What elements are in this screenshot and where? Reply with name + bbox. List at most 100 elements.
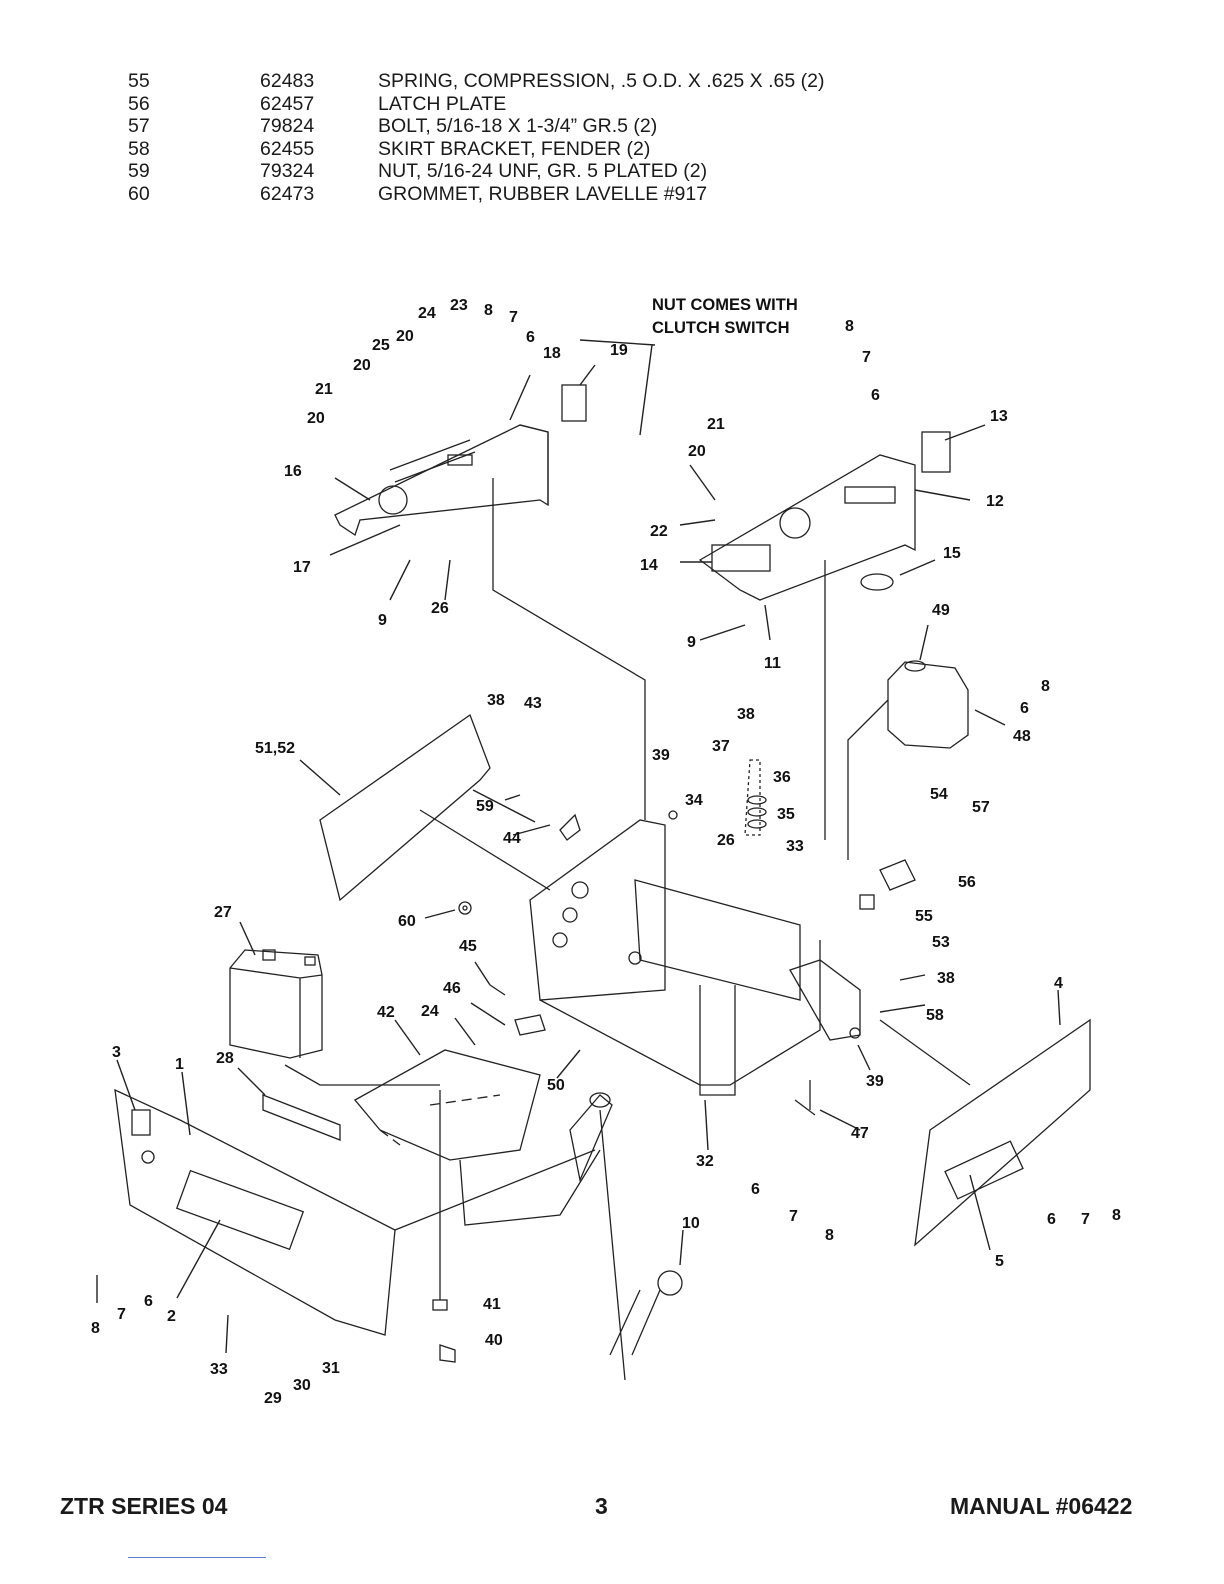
callout-label: 27 bbox=[214, 904, 232, 921]
callout-label: 6 bbox=[144, 1293, 153, 1310]
part-number: 62473 bbox=[260, 182, 315, 205]
callout-label: 38 bbox=[487, 692, 505, 709]
callout-label: 5 bbox=[995, 1253, 1004, 1270]
callout-label: 9 bbox=[687, 634, 696, 651]
callout-label: 38 bbox=[937, 970, 955, 987]
callout-label: 38 bbox=[737, 706, 755, 723]
main-frame-front bbox=[529, 819, 666, 1001]
callout-label: 3 bbox=[112, 1044, 121, 1061]
callout-label: 48 bbox=[1013, 728, 1031, 745]
battery bbox=[229, 949, 323, 1059]
callout-label: 16 bbox=[284, 463, 302, 480]
callout-label: 24 bbox=[421, 1003, 439, 1020]
callout-label: 31 bbox=[322, 1360, 340, 1377]
callout-label: 14 bbox=[640, 557, 658, 574]
item-number: 59 bbox=[128, 160, 150, 183]
callout-label: 37 bbox=[712, 738, 730, 755]
callout-label: 50 bbox=[547, 1077, 565, 1094]
callout-label: 36 bbox=[773, 769, 791, 786]
callout-label: 8 bbox=[845, 318, 854, 335]
callout-label: 26 bbox=[717, 832, 735, 849]
callout-label: 33 bbox=[210, 1361, 228, 1378]
callout-label: 21 bbox=[707, 416, 725, 433]
callout-label: 7 bbox=[509, 309, 518, 326]
callout-label: 7 bbox=[862, 349, 871, 366]
callout-label: 9 bbox=[378, 612, 387, 629]
part-number: 62483 bbox=[260, 70, 315, 92]
callout-label: 10 bbox=[682, 1215, 700, 1232]
callout-label: 51,52 bbox=[255, 740, 295, 757]
callout-label: 54 bbox=[930, 786, 948, 803]
callout-label: 39 bbox=[866, 1073, 884, 1090]
callout-label: 55 bbox=[915, 908, 933, 925]
callout-label: 18 bbox=[543, 345, 561, 362]
callout-label: 41 bbox=[483, 1296, 501, 1313]
callout-label: 6 bbox=[871, 387, 880, 404]
callout-label: 20 bbox=[396, 328, 414, 345]
part-description: LATCH PLATE bbox=[378, 92, 507, 115]
diagram-labels: NUT COMES WITH CLUTCH SWITCH 24 23 8 7 6… bbox=[91, 296, 1121, 1407]
callout-label: 22 bbox=[650, 523, 668, 540]
callout-label: 32 bbox=[696, 1153, 714, 1170]
item-number: 55 bbox=[128, 70, 150, 92]
callout-label: 59 bbox=[476, 798, 494, 815]
link-underline bbox=[128, 1557, 266, 1558]
callout-label: 58 bbox=[926, 1007, 944, 1024]
callout-label: 20 bbox=[307, 410, 325, 427]
part-description: GROMMET, RUBBER LAVELLE #917 bbox=[378, 182, 708, 205]
callout-leaders bbox=[96, 339, 1061, 1354]
callout-label: 8 bbox=[1041, 678, 1050, 695]
clutch-switch-note-line2: CLUTCH SWITCH bbox=[652, 319, 789, 337]
front-panel bbox=[114, 1088, 396, 1336]
battery-box bbox=[353, 1049, 541, 1161]
callout-label: 47 bbox=[851, 1125, 869, 1142]
right-fender bbox=[914, 1018, 1091, 1247]
footer-series-title: ZTR SERIES 04 bbox=[60, 1493, 228, 1519]
callout-label: 29 bbox=[264, 1390, 282, 1407]
callout-label: 46 bbox=[443, 980, 461, 997]
callout-label: 7 bbox=[789, 1208, 798, 1225]
callout-label: 40 bbox=[485, 1332, 503, 1349]
callout-label: 35 bbox=[777, 806, 795, 823]
callout-label: 12 bbox=[986, 493, 1004, 510]
callout-label: 17 bbox=[293, 559, 311, 576]
hydraulic-tank-neck bbox=[569, 1094, 613, 1183]
callout-label: 26 bbox=[431, 600, 449, 617]
callout-label: 43 bbox=[524, 695, 542, 712]
clutch-switch-note-line1: NUT COMES WITH bbox=[652, 296, 798, 314]
callout-label: 42 bbox=[377, 1004, 395, 1021]
callout-label: 15 bbox=[943, 545, 961, 562]
callout-label: 7 bbox=[1081, 1211, 1090, 1228]
callout-label: 33 bbox=[786, 838, 804, 855]
callout-label: 2 bbox=[167, 1308, 176, 1325]
callout-label: 25 bbox=[372, 337, 390, 354]
diagram-linework bbox=[114, 384, 1091, 1381]
part-number: 62457 bbox=[260, 92, 315, 115]
callout-label: 45 bbox=[459, 938, 477, 955]
callout-label: 6 bbox=[1047, 1211, 1056, 1228]
callout-label: 21 bbox=[315, 381, 333, 398]
callout-label: 11 bbox=[764, 655, 781, 672]
part-description: SPRING, COMPRESSION, .5 O.D. X .625 X .6… bbox=[378, 70, 825, 92]
callout-label: 20 bbox=[353, 357, 371, 374]
callout-label: 49 bbox=[932, 602, 950, 619]
part-description: NUT, 5/16-24 UNF, GR. 5 PLATED (2) bbox=[378, 160, 708, 183]
callout-label: 8 bbox=[91, 1320, 100, 1337]
part-number: 79324 bbox=[260, 160, 315, 183]
callout-label: 19 bbox=[610, 342, 628, 359]
callout-label: 53 bbox=[932, 934, 950, 951]
left-fender bbox=[319, 713, 491, 902]
callout-label: 1 bbox=[175, 1056, 184, 1073]
callout-label: 8 bbox=[1112, 1207, 1121, 1224]
footer-page-number: 3 bbox=[595, 1493, 608, 1519]
callout-label: 6 bbox=[1020, 700, 1029, 717]
fuel-tank bbox=[887, 661, 969, 749]
callout-label: 6 bbox=[526, 329, 535, 346]
callout-label: 23 bbox=[450, 297, 468, 314]
right-console-panel bbox=[698, 454, 916, 601]
callout-label: 8 bbox=[825, 1227, 834, 1244]
callout-label: 57 bbox=[972, 799, 990, 816]
part-description: BOLT, 5/16-18 X 1-3/4” GR.5 (2) bbox=[378, 115, 658, 138]
item-number: 60 bbox=[128, 182, 150, 205]
